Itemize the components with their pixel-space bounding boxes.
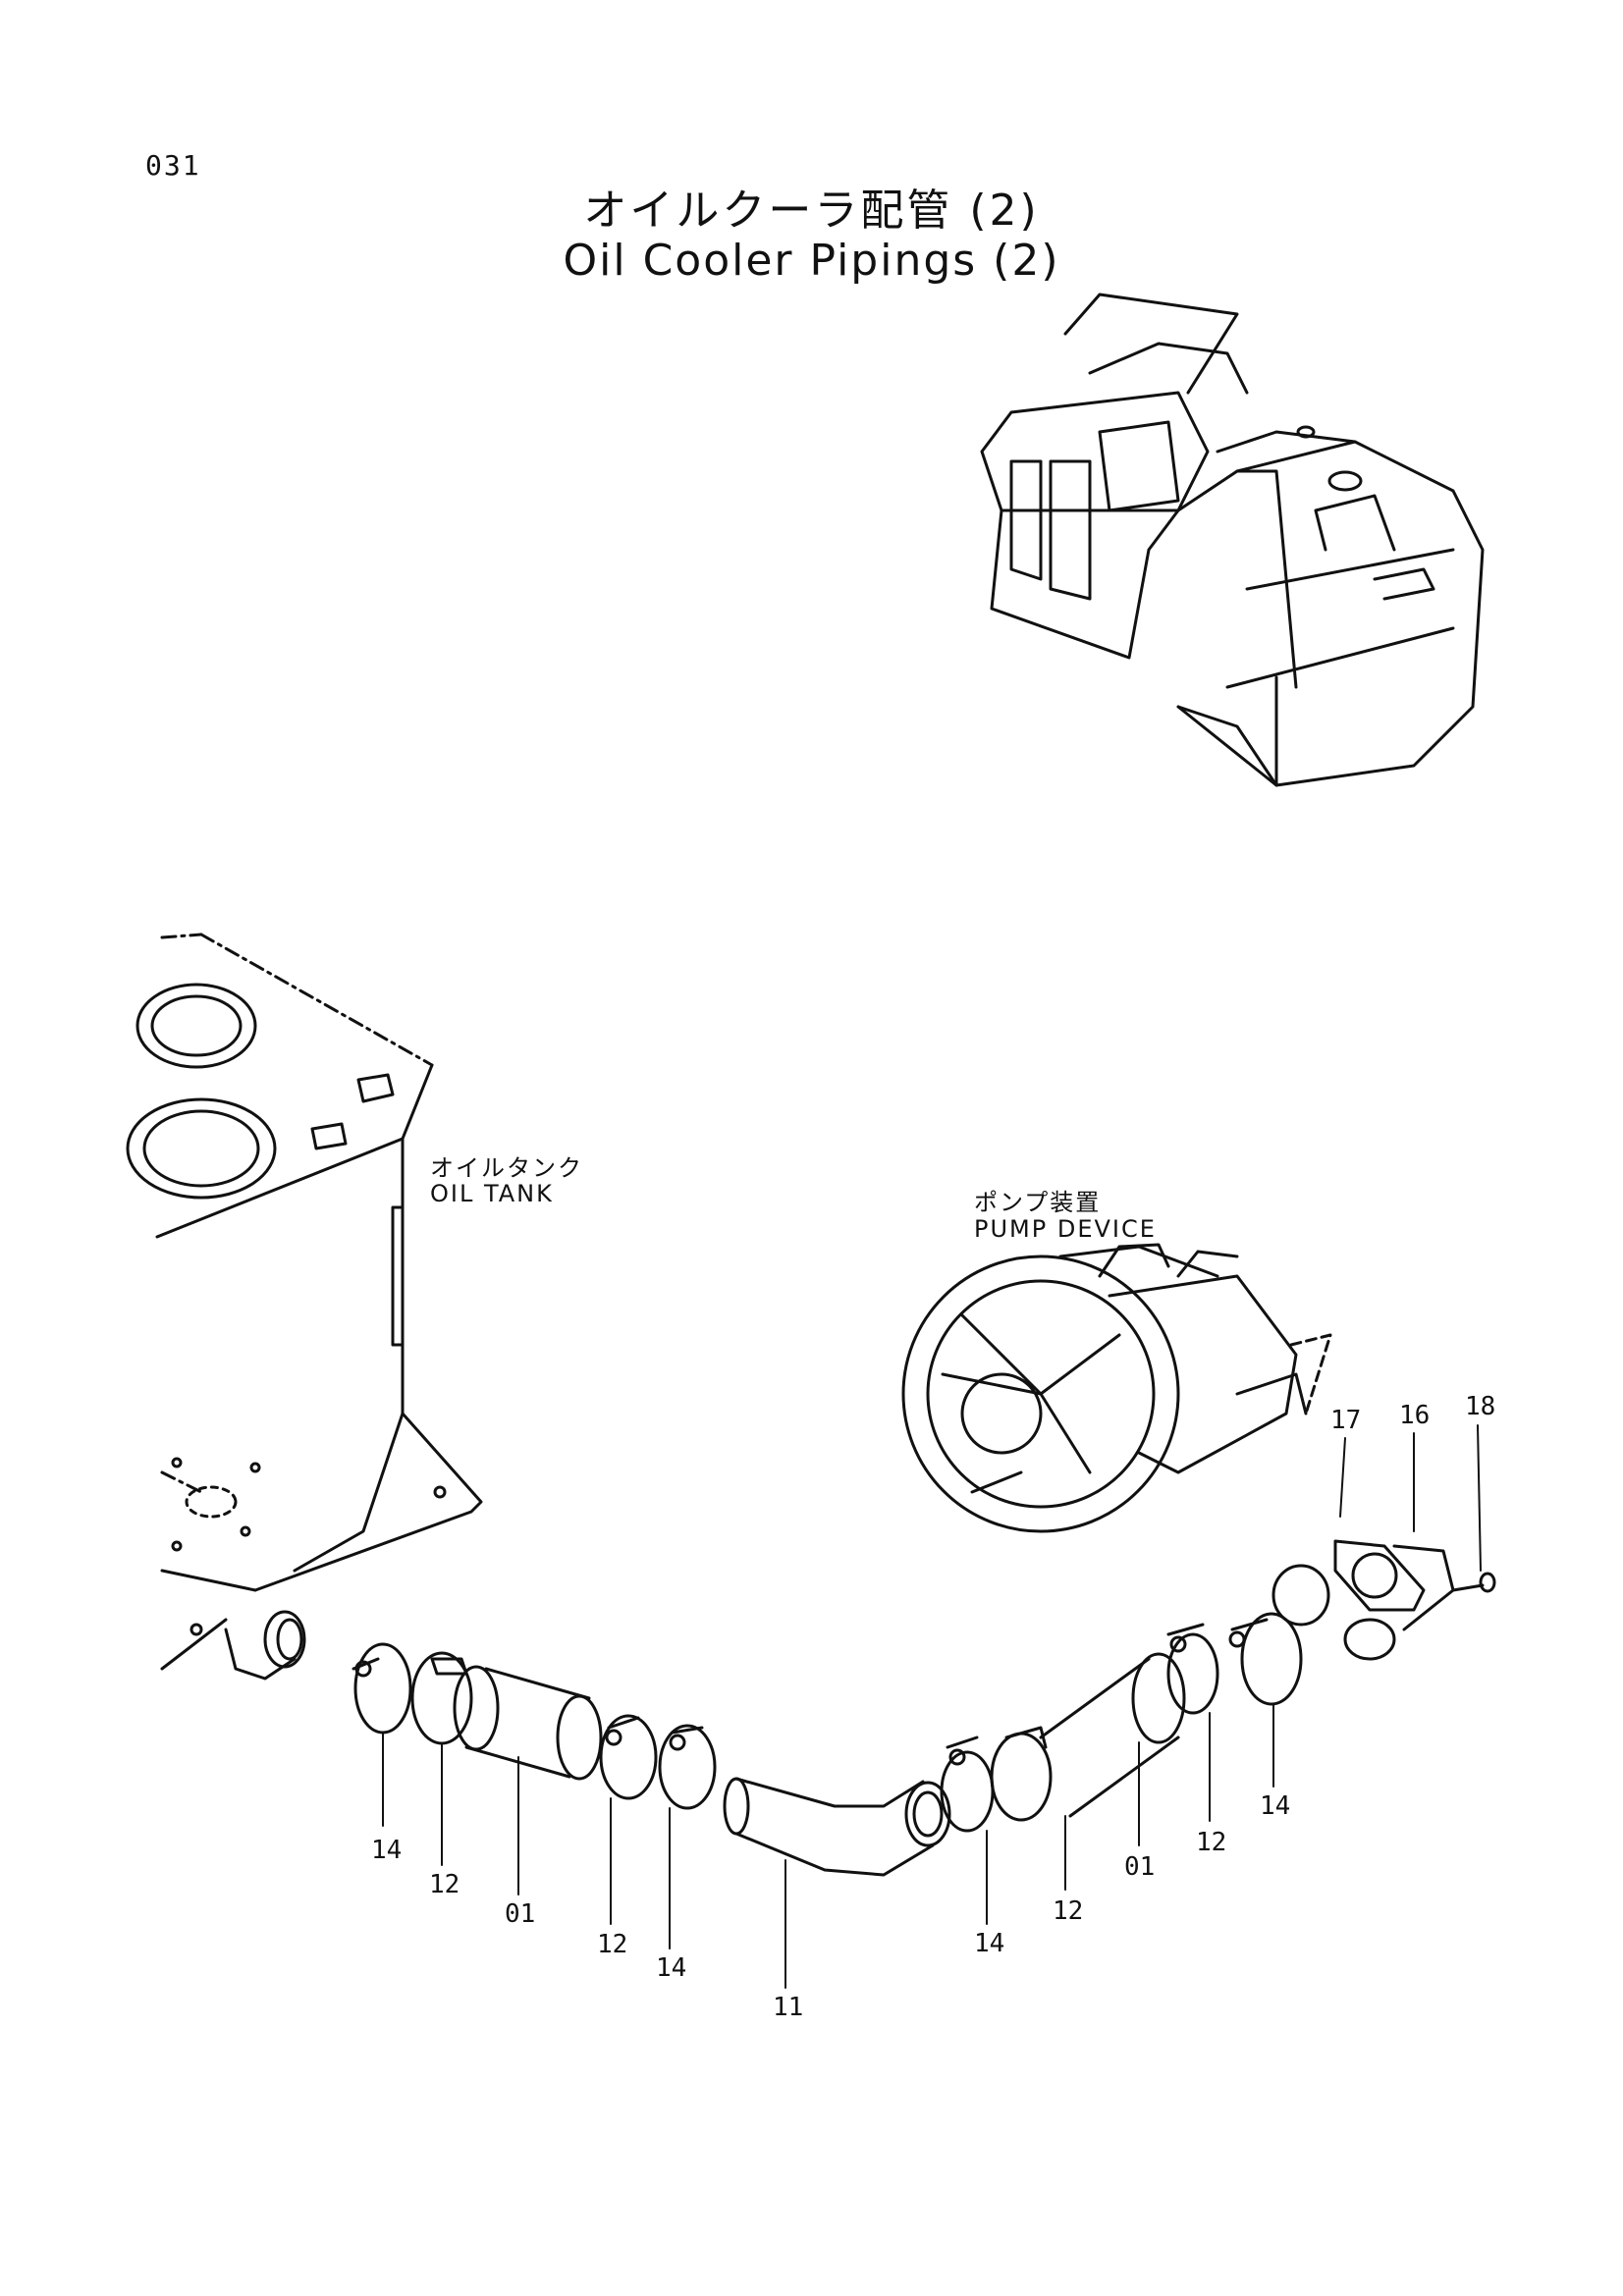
page-title-en: Oil Cooler Pipings (2) — [563, 236, 1060, 286]
part-number-label: 16 — [1399, 1401, 1431, 1430]
pump-device-label-jp: ポンプ装置 — [974, 1189, 1102, 1216]
part-number-label: 17 — [1330, 1406, 1362, 1435]
excavator-illustration — [980, 293, 1485, 787]
page-code: 031 — [145, 149, 201, 182]
part-number-label: 01 — [1124, 1852, 1156, 1882]
pump-device-label-en: PUMP DEVICE — [974, 1215, 1157, 1243]
oil-tank-illustration — [126, 933, 483, 1681]
part-number-label: 14 — [1260, 1791, 1291, 1821]
page-title-jp: オイルクーラ配管 (2) — [583, 186, 1040, 236]
part-number-label: 11 — [773, 1993, 804, 2022]
part-number-label: 12 — [429, 1870, 460, 1899]
leader-lines — [382, 1424, 1482, 1989]
part-number-label: 18 — [1465, 1392, 1496, 1421]
part-number-label: 12 — [1196, 1828, 1227, 1857]
part-number-label: 01 — [505, 1899, 536, 1929]
part-number-label: 12 — [597, 1930, 628, 1959]
pipe-assembly — [352, 1539, 1496, 1877]
oil-tank-label-en: OIL TANK — [430, 1180, 554, 1207]
oil-tank-label-jp: オイルタンク — [430, 1154, 583, 1182]
part-number-label: 14 — [656, 1953, 687, 1983]
part-number-label: 14 — [371, 1836, 403, 1865]
pump-device-illustration — [901, 1243, 1332, 1533]
part-number-label: 14 — [974, 1929, 1005, 1958]
part-number-label: 12 — [1053, 1896, 1084, 1926]
